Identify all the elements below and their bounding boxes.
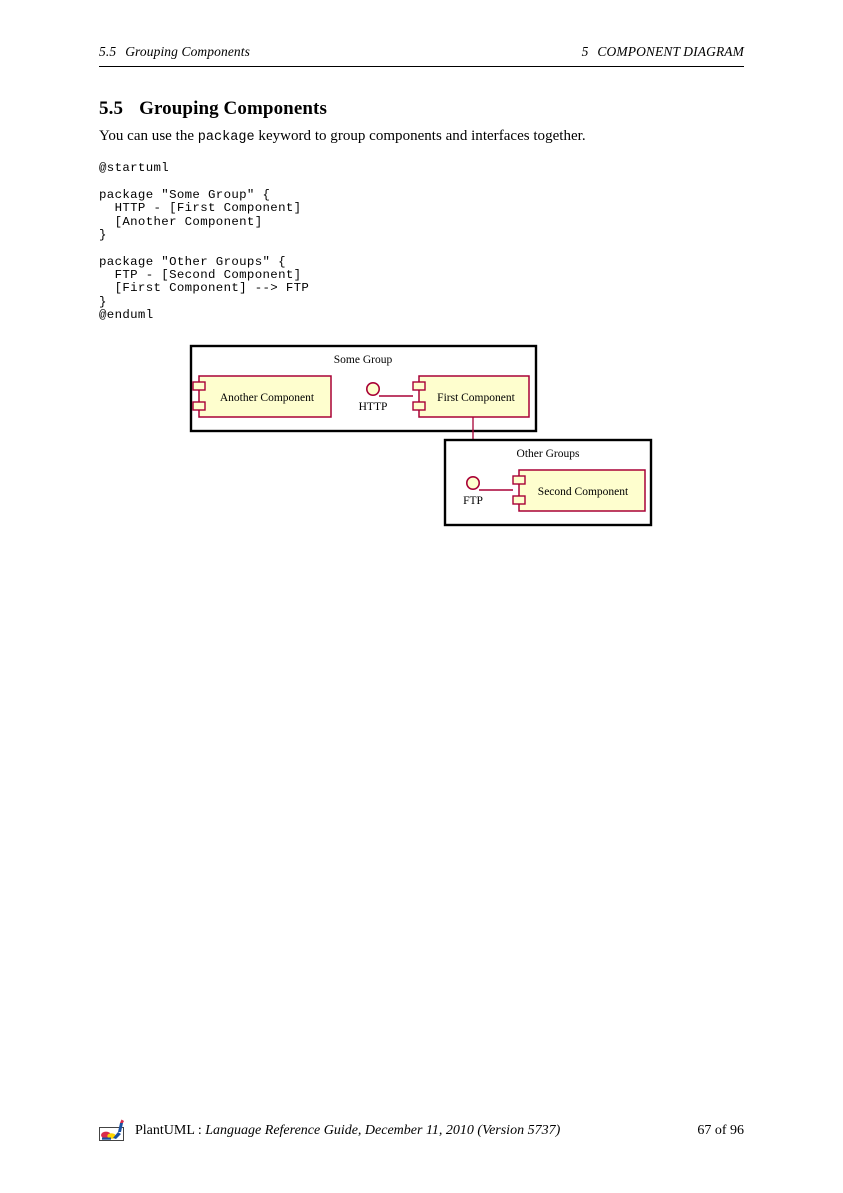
interface-http-circle: [366, 381, 381, 396]
interface-ftp[interactable]: FTP: [463, 476, 483, 507]
inline-keyword-package: package: [197, 130, 255, 145]
footer-subtitle: Language Reference Guide, December 11, 2…: [205, 1123, 561, 1138]
header-divider: [99, 66, 744, 67]
body-paragraph: You can use the package keyword to group…: [99, 127, 747, 147]
header-right-title: COMPONENT DIAGRAM: [597, 44, 744, 59]
header-left-title: Grouping Components: [125, 44, 250, 59]
component-another-component-port-top: [192, 381, 206, 391]
page-footer: PlantUML : Language Reference Guide, Dec…: [99, 1118, 744, 1146]
package-some-group: Some Group Another Component HTTP First: [189, 344, 538, 433]
component-second-component-port-top: [512, 475, 526, 485]
section-title: Grouping Components: [139, 98, 327, 119]
component-second-component-label: Second Component: [538, 486, 629, 498]
plantuml-logo-icon: [99, 1119, 129, 1143]
header-right: 5 COMPONENT DIAGRAM: [582, 44, 744, 60]
page-running-header: 5.5 Grouping Components 5 COMPONENT DIAGRA…: [99, 44, 744, 68]
footer-product: PlantUML :: [135, 1123, 206, 1138]
component-second-component-body: [518, 469, 646, 512]
header-left-number: 5.5: [99, 44, 117, 59]
component-first-component-body: [418, 375, 530, 418]
component-second-component-port-bottom: [512, 495, 526, 505]
component-another-component-body: [198, 375, 332, 418]
footer-caption: PlantUML : Language Reference Guide, Dec…: [135, 1123, 560, 1139]
component-second-component[interactable]: Second Component: [512, 469, 646, 512]
paragraph-text-after: keyword to group components and interfac…: [254, 128, 586, 144]
interface-ftp-label: FTP: [463, 495, 483, 507]
component-first-component-label: First Component: [437, 392, 515, 404]
interface-http[interactable]: HTTP: [359, 381, 388, 413]
package-other-groups: Other Groups FTP Second Component: [443, 438, 653, 527]
component-first-component-port-bottom: [412, 401, 426, 411]
header-left: 5.5 Grouping Components: [99, 44, 250, 60]
package-other-groups-label: Other Groups: [517, 448, 580, 460]
component-another-component-port-bottom: [192, 401, 206, 411]
paragraph-text-before: You can use the: [99, 128, 198, 144]
header-right-number: 5: [581, 44, 589, 59]
package-some-group-label: Some Group: [334, 354, 393, 366]
page-title: 5.5 Grouping Components: [99, 98, 327, 120]
component-first-component[interactable]: First Component: [412, 375, 530, 418]
section-number: 5.5: [99, 98, 124, 119]
component-another-component-label: Another Component: [220, 392, 315, 404]
footer-page-number: 67 of 96: [697, 1123, 744, 1138]
component-diagram: Some Group Another Component HTTP First: [185, 340, 665, 535]
interface-http-label: HTTP: [359, 401, 388, 413]
component-first-component-port-top: [412, 381, 426, 391]
code-listing: @startuml package "Some Group" { HTTP - …: [99, 161, 310, 323]
component-another-component[interactable]: Another Component: [192, 375, 332, 418]
interface-ftp-circle: [465, 476, 480, 491]
